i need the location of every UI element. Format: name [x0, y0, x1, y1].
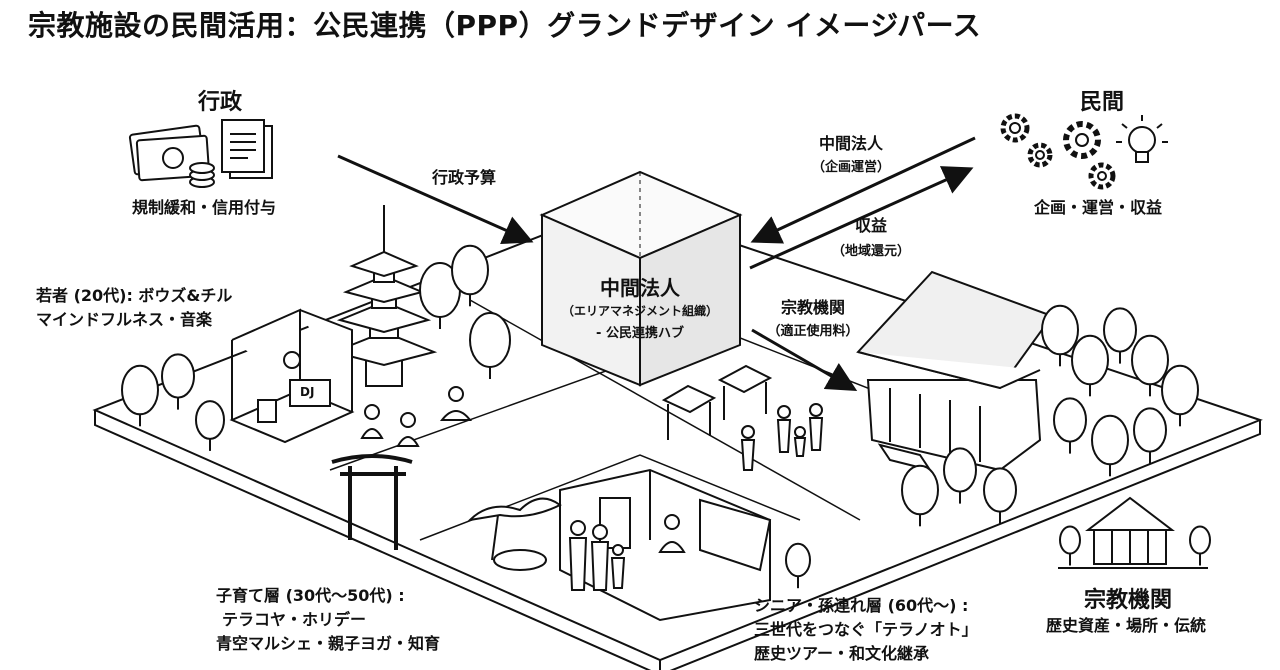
youth-line2: マインドフルネス・音楽 — [36, 308, 212, 332]
lightbulb-icon — [1116, 115, 1168, 162]
admin-sub: 規制緩和・信用付与 — [132, 196, 276, 220]
tree — [1132, 336, 1168, 385]
admin-heading: 行政 — [198, 84, 242, 116]
tree — [984, 468, 1016, 511]
page-title: 宗教施設の民間活用：公民連携（PPP）グランドデザイン イメージパース — [28, 4, 981, 44]
tree — [122, 366, 158, 415]
tree — [944, 448, 976, 491]
tree — [902, 466, 938, 515]
flow-to-temple-title: 宗教機関 — [758, 296, 868, 320]
document-icon — [222, 120, 272, 178]
small-shrine — [1058, 498, 1208, 568]
tree — [470, 313, 510, 367]
temple-sub: 歴史資産・場所・伝統 — [1046, 614, 1206, 638]
tree — [1072, 336, 1108, 385]
seniors-line2: 三世代をつなぐ「テラノオト」 — [754, 618, 978, 642]
hub-sub2: - 公民連携ハブ — [562, 322, 718, 341]
tree — [1190, 527, 1210, 554]
flow-to-private-sub: （企画運営） — [786, 156, 916, 175]
parents-line2: テラコヤ・ホリデー — [222, 608, 366, 632]
tree — [1042, 306, 1078, 355]
tree — [1134, 408, 1166, 451]
flow-to-temple-sub: （適正使用料） — [748, 320, 878, 339]
flow-to-private-title: 中間法人 — [796, 132, 906, 156]
tree — [786, 544, 810, 576]
seniors-line3: 歴史ツアー・和文化継承 — [754, 642, 929, 666]
tree — [452, 246, 488, 295]
parents-line3: 青空マルシェ・親子ヨガ・知育 — [216, 632, 440, 656]
hub-title: 中間法人 — [562, 272, 718, 301]
tree — [1060, 527, 1080, 554]
flow-from-private-title: 収益 — [826, 214, 916, 238]
youth-line1: 若者 (20代): ボウズ&チル — [36, 284, 232, 308]
seniors-line1: シニア・孫連れ層 (60代〜) : — [754, 594, 968, 618]
gear-icon — [1003, 116, 1113, 187]
admin-budget-label: 行政予算 — [432, 166, 496, 190]
hub-sub: （エリアマネジメント組織） — [542, 302, 738, 319]
tree — [1104, 308, 1136, 351]
dj-sign: DJ — [300, 385, 314, 399]
tree — [1162, 366, 1198, 415]
parents-line1: 子育て層 (30代〜50代) : — [216, 584, 405, 608]
tree — [196, 401, 224, 439]
coins-icon — [190, 163, 214, 187]
tree — [162, 354, 194, 397]
tree — [1054, 398, 1086, 441]
private-sub: 企画・運営・収益 — [1034, 196, 1162, 220]
private-heading: 民間 — [1080, 84, 1124, 116]
tree — [1092, 416, 1128, 465]
temple-heading: 宗教機関 — [1084, 582, 1172, 614]
flow-from-private-sub: （地域還元） — [816, 240, 926, 259]
